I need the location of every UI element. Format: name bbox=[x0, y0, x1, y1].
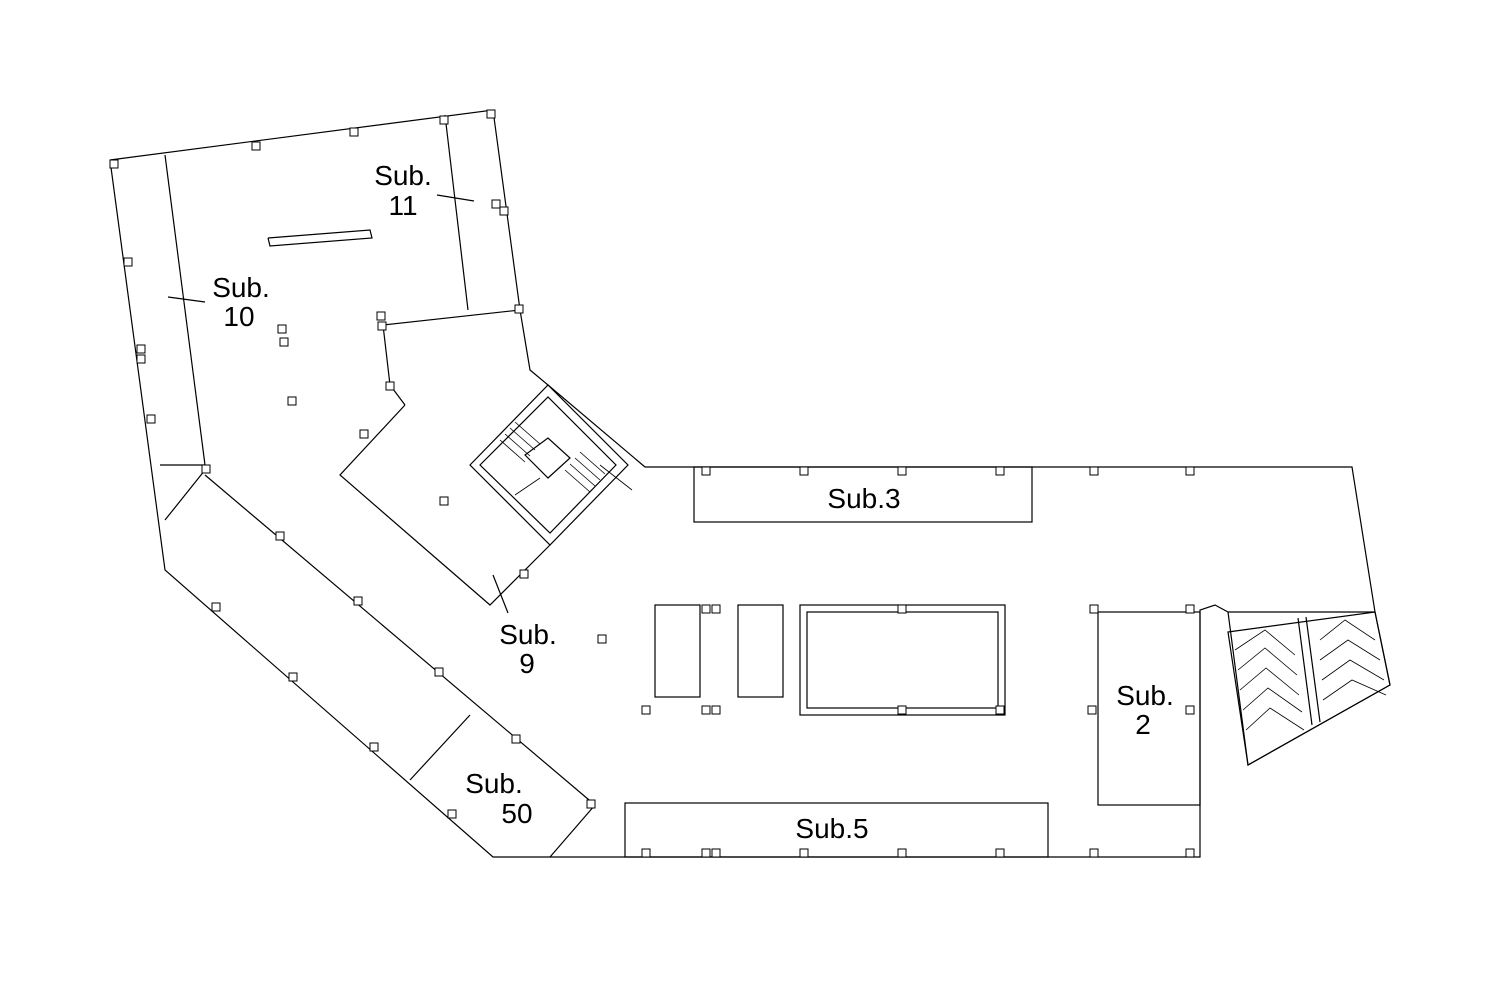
label-sub-10: Sub.10 bbox=[212, 272, 270, 332]
label-sub-3: Sub.3 bbox=[827, 483, 900, 514]
leader-lines bbox=[167, 194, 509, 614]
label-sub-2: Sub.2 bbox=[1116, 680, 1174, 740]
stairwell bbox=[469, 384, 633, 546]
unit-labels: Sub.11 Sub.10 Sub.3 Sub.9 Sub.2 Sub.50 S… bbox=[212, 160, 1174, 844]
interior-walls bbox=[160, 114, 1375, 858]
label-sub-11: Sub.11 bbox=[374, 160, 432, 221]
building-outline bbox=[109, 109, 1391, 858]
columns bbox=[109, 109, 1195, 858]
shop-units bbox=[624, 466, 1201, 858]
ramp-hatch bbox=[1227, 611, 1391, 766]
label-sub-50: Sub.50 bbox=[465, 768, 532, 829]
label-sub-9: Sub.9 bbox=[499, 619, 557, 679]
label-sub-5: Sub.5 bbox=[795, 813, 868, 844]
